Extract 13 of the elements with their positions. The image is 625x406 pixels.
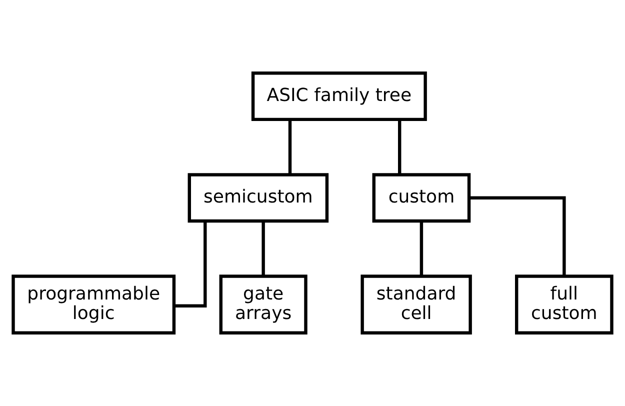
connector	[174, 221, 207, 308]
connector	[262, 221, 265, 276]
node-box: ASIC family tree	[251, 72, 427, 122]
node-box: standard cell	[360, 274, 472, 334]
node-box: programmable logic	[12, 274, 176, 334]
connector	[469, 196, 566, 276]
connector	[420, 221, 424, 276]
connector	[288, 120, 292, 174]
node-box: semicustom	[188, 173, 329, 223]
node-box: gate arrays	[219, 274, 308, 334]
node-box: full custom	[515, 274, 614, 334]
node-box: custom	[372, 173, 471, 223]
connector	[398, 120, 402, 174]
